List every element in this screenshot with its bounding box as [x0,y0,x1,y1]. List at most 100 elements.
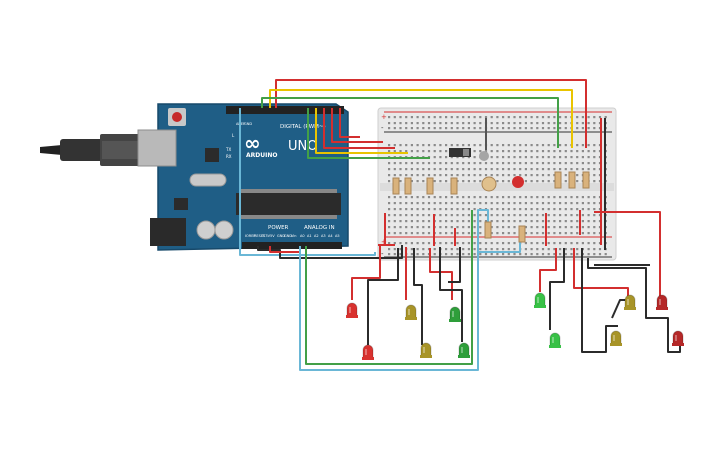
breadboard-hole[interactable] [564,220,567,223]
resistor-4[interactable] [450,177,458,195]
breadboard-hole[interactable] [536,248,539,251]
breadboard-hole[interactable] [541,156,545,159]
breadboard-hole[interactable] [576,127,579,130]
breadboard-hole[interactable] [467,214,470,217]
breadboard-hole[interactable] [399,150,402,153]
breadboard-hole[interactable] [576,220,579,223]
breadboard-hole[interactable] [593,196,596,199]
breadboard-hole[interactable] [519,174,522,177]
resistor-3[interactable] [426,177,434,195]
breadboard-hole[interactable] [564,208,567,211]
breadboard-hole[interactable] [445,248,448,251]
breadboard-hole[interactable] [473,127,476,130]
breadboard-hole[interactable] [467,162,470,165]
breadboard-hole[interactable] [496,116,499,119]
breadboard-hole[interactable] [462,168,465,171]
breadboard-hole[interactable] [547,214,550,217]
breadboard-hole[interactable] [410,220,413,223]
breadboard-hole[interactable] [530,253,533,256]
breadboard-hole[interactable] [541,242,545,245]
breadboard-hole[interactable] [388,162,391,165]
breadboard-hole[interactable] [553,214,556,217]
breadboard-hole[interactable] [422,226,425,229]
breadboard-hole[interactable] [456,174,459,177]
breadboard-hole[interactable] [547,242,550,245]
breadboard-hole[interactable] [547,232,550,235]
breadboard-hole[interactable] [524,226,527,229]
breadboard-hole[interactable] [439,174,442,177]
breadboard-hole[interactable] [439,180,442,183]
breadboard-hole[interactable] [479,144,482,147]
breadboard-hole[interactable] [553,226,556,229]
breadboard-hole[interactable] [388,150,391,153]
breadboard-hole[interactable] [393,168,396,171]
breadboard-hole[interactable] [519,196,522,199]
breadboard-hole[interactable] [388,253,391,256]
wire-red-pin[interactable] [323,108,395,149]
breadboard-hole[interactable] [593,214,596,217]
breadboard-hole[interactable] [456,122,459,125]
breadboard-hole[interactable] [564,162,567,165]
breadboard-hole[interactable] [433,144,436,147]
breadboard-hole[interactable] [513,202,516,205]
wire-blue-analog[interactable] [299,209,489,371]
breadboard-hole[interactable] [593,180,596,183]
breadboard-hole[interactable] [399,248,402,251]
breadboard-hole[interactable] [427,144,431,147]
wire-green-analog[interactable] [305,210,473,365]
breadboard-hole[interactable] [479,202,482,205]
breadboard-hole[interactable] [467,116,470,119]
led-yellow-4[interactable] [610,330,622,346]
breadboard-hole[interactable] [388,174,391,177]
breadboard-hole[interactable] [536,144,539,147]
breadboard-hole[interactable] [524,174,527,177]
breadboard-hole[interactable] [450,208,453,211]
breadboard-hole[interactable] [388,242,391,245]
breadboard-hole[interactable] [530,196,533,199]
breadboard-hole[interactable] [576,242,579,245]
breadboard-hole[interactable] [416,122,419,125]
breadboard-hole[interactable] [593,127,596,130]
breadboard-hole[interactable] [496,232,499,235]
breadboard-hole[interactable] [405,122,408,125]
breadboard-hole[interactable] [564,174,567,177]
breadboard-hole[interactable] [479,253,482,256]
breadboard-hole[interactable] [576,226,579,229]
breadboard-hole[interactable] [581,168,584,171]
resistor-9[interactable] [582,171,590,189]
breadboard-hole[interactable] [416,208,419,211]
breadboard-hole[interactable] [422,174,425,177]
breadboard-hole[interactable] [564,156,567,159]
led-green-3[interactable] [534,292,546,308]
breadboard-hole[interactable] [405,214,408,217]
breadboard-hole[interactable] [490,226,493,229]
breadboard-hole[interactable] [524,127,527,130]
breadboard-hole[interactable] [507,226,510,229]
breadboard-hole[interactable] [570,220,573,223]
breadboard-hole[interactable] [490,248,493,251]
breadboard-hole[interactable] [530,168,533,171]
breadboard-hole[interactable] [587,196,590,199]
breadboard-hole[interactable] [547,196,550,199]
breadboard-hole[interactable] [473,248,476,251]
breadboard-hole[interactable] [422,162,425,165]
breadboard-hole[interactable] [410,180,413,183]
breadboard-hole[interactable] [502,144,505,147]
breadboard-hole[interactable] [473,226,476,229]
breadboard-hole[interactable] [547,208,550,211]
breadboard-hole[interactable] [399,232,402,235]
breadboard-hole[interactable] [496,122,499,125]
breadboard-hole[interactable] [559,202,562,205]
breadboard-hole[interactable] [581,202,584,205]
breadboard-hole[interactable] [433,116,436,119]
breadboard-hole[interactable] [502,214,505,217]
breadboard-hole[interactable] [399,226,402,229]
breadboard-hole[interactable] [422,253,425,256]
breadboard-hole[interactable] [541,220,545,223]
breadboard-hole[interactable] [553,208,556,211]
breadboard-hole[interactable] [507,208,510,211]
breadboard-hole[interactable] [405,116,408,119]
breadboard-hole[interactable] [559,242,562,245]
breadboard-hole[interactable] [541,232,545,235]
breadboard-hole[interactable] [473,214,476,217]
